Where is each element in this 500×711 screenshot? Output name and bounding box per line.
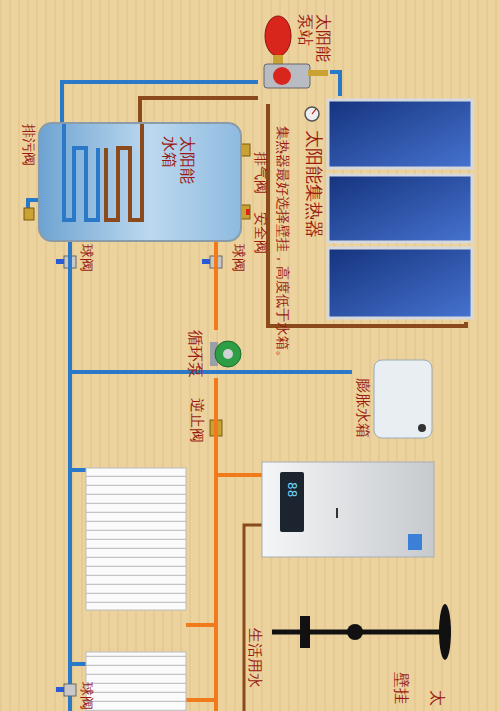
pipe-connector [140, 98, 258, 122]
heat-coil [106, 124, 142, 220]
shower-knob [347, 624, 363, 640]
annotation-label: 球阀 [230, 244, 246, 272]
node-label: 太阳能 泵站 [296, 14, 332, 66]
annotation-label: 安全阀 [252, 212, 268, 254]
pump-motor [215, 341, 241, 367]
pump-body [264, 64, 310, 88]
supply-pipe [186, 475, 216, 711]
annotation-label: 逆止阀 [188, 398, 205, 443]
collector-panel [328, 248, 472, 318]
brass-fitting [273, 55, 283, 64]
annotation-label: 壁挂 [392, 672, 410, 704]
collector-panel [328, 175, 472, 242]
valve-handle [56, 259, 64, 264]
gauge-needle [312, 109, 316, 114]
annotation-label: 球阀 [78, 682, 94, 710]
pump-station: 太阳能 泵站 [258, 12, 330, 104]
expansion-vessel [265, 16, 291, 56]
drain-valve [24, 208, 34, 220]
rating-sticker [408, 534, 422, 550]
radiator [86, 652, 186, 711]
circulation-pump: 循环泵 [186, 330, 244, 378]
node-label: 膨胀水箱 [354, 378, 371, 438]
annotation-label: 排气阀 [252, 152, 268, 194]
wall-boiler: 88 [262, 462, 434, 557]
safety-valve-cap [246, 209, 250, 215]
wall-boiler-art [262, 462, 434, 557]
ball-valve [64, 684, 76, 696]
valve-handle [56, 687, 64, 692]
brass-fitting [308, 70, 328, 76]
pipe-connector [216, 378, 262, 475]
radiator [86, 468, 186, 610]
pressure-gauge [305, 107, 319, 121]
annotation-label: 太 [428, 690, 446, 706]
annotation-label: 排污阀 [20, 124, 36, 166]
boiler-display [280, 472, 304, 532]
tank-fitting [418, 424, 426, 432]
collector-panel [328, 100, 472, 168]
pipe-connector [70, 242, 352, 372]
annotation-label: 球阀 [78, 244, 94, 272]
storage-tank: 太阳能 水箱 [38, 122, 242, 242]
boiler-logo [336, 508, 338, 518]
valve-handle [202, 259, 210, 264]
pump-cap [223, 349, 233, 359]
heat-coil [64, 124, 98, 220]
node-label: 太阳能 水箱 [160, 136, 196, 188]
expansion-tank: 膨胀水箱 [352, 358, 434, 440]
pipe-connector [214, 242, 218, 330]
boiler-body [262, 462, 434, 557]
shower-head [439, 604, 451, 660]
storage-tank-art [40, 124, 240, 240]
node-label: 循环泵 [186, 330, 204, 378]
shower-mixer [300, 616, 310, 648]
solar-collector-art [300, 96, 472, 322]
domestic-water-pipe [244, 525, 262, 711]
tank-body [374, 360, 432, 438]
annotation-label: 集热器最好选择壁挂，高度低于水箱。 [274, 126, 290, 364]
pump-motor [273, 67, 291, 85]
pipe-connector [62, 82, 258, 122]
solar-collector: 太阳能集热器 [300, 96, 472, 322]
return-pipe [70, 372, 88, 711]
node-label: 太阳能集热器 [304, 130, 324, 238]
annotation-label: 生活用水 [246, 628, 263, 688]
node-label: 88 [285, 482, 298, 497]
pipe-connector [330, 72, 340, 96]
